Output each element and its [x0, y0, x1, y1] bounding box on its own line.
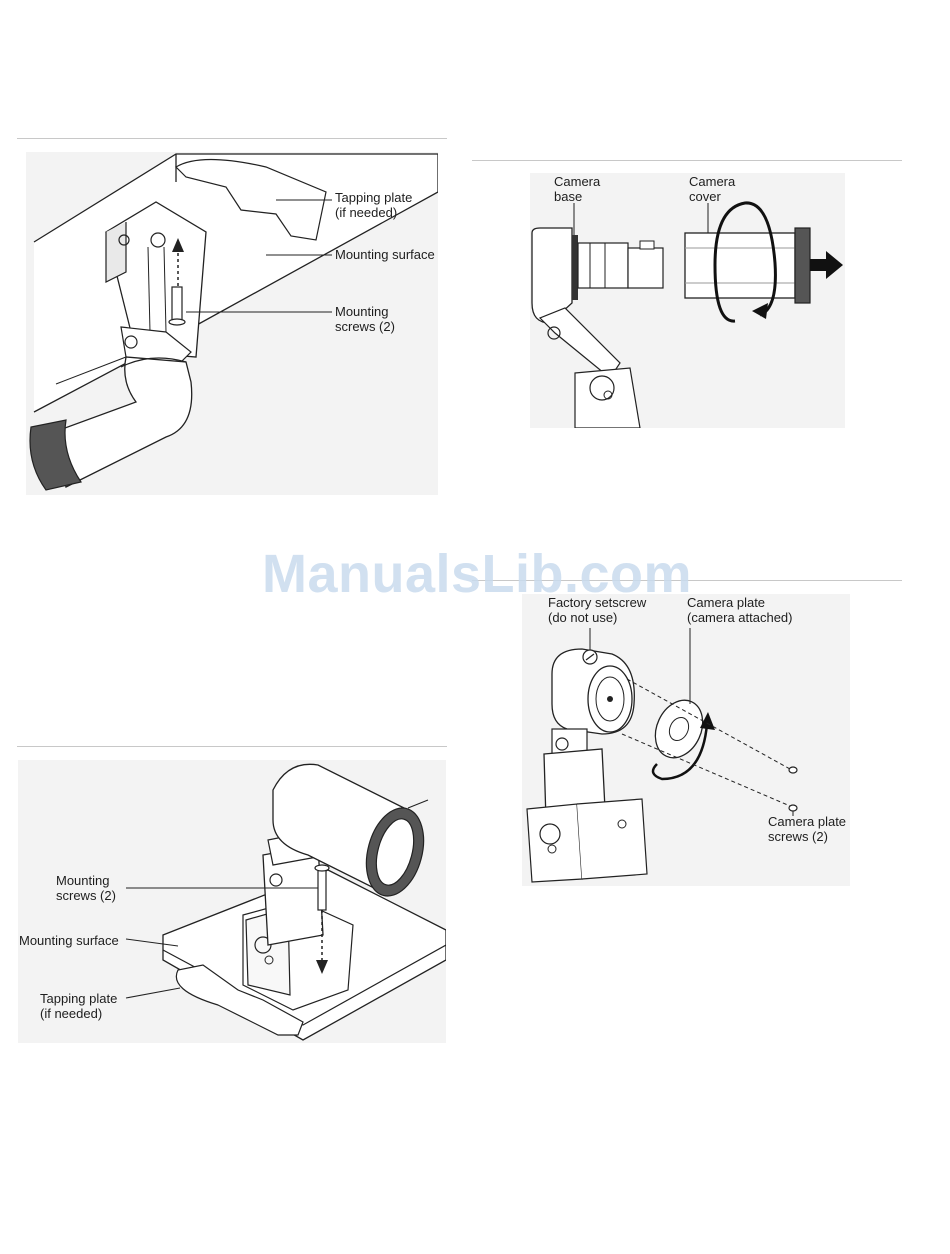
watermark: ManualsLib.com — [262, 543, 692, 605]
section-rule-top-left — [17, 138, 447, 139]
section-rule-bottom-left — [17, 746, 447, 747]
section-rule-top-right — [472, 160, 902, 161]
label-camera-plate: Camera plate(camera attached) — [687, 595, 793, 625]
label-mounting-surface: Mounting surface — [335, 247, 435, 262]
figure-ceiling-mount: Tapping plate(if needed) Mounting surfac… — [26, 152, 438, 495]
label-tapping-plate: Tapping plate(if needed) — [335, 190, 412, 220]
camera-cover-illustration — [530, 173, 845, 428]
label-tapping-plate-2: Tapping plate(if needed) — [40, 991, 117, 1021]
label-mounting-surface-2: Mounting surface — [19, 933, 119, 948]
figure-camera-plate: Factory setscrew(do not use) Camera plat… — [522, 594, 850, 886]
